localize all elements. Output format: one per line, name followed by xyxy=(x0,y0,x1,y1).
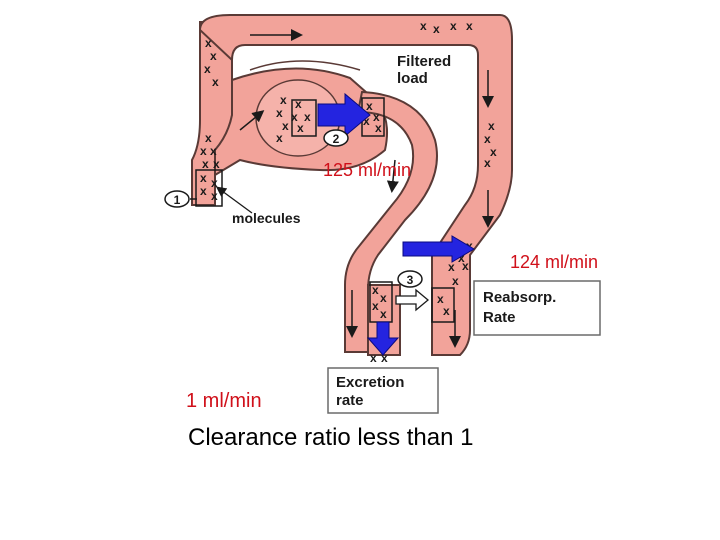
reabsorbed-rate-label: 124 ml/min xyxy=(510,252,598,272)
svg-text:x: x xyxy=(363,114,370,128)
excretion-rate-label-1: Excretion xyxy=(336,374,404,391)
excretion-rate-box xyxy=(327,367,439,414)
molecules-label: molecules xyxy=(232,210,301,226)
reabsorp-rate-label-2: Rate xyxy=(483,309,516,326)
loop-outline xyxy=(249,60,361,71)
svg-text:x: x xyxy=(291,110,298,124)
excreted-rate-label: 1 ml/min xyxy=(186,390,262,412)
svg-text:x: x xyxy=(488,119,495,133)
svg-text:x: x xyxy=(276,106,283,120)
excretion-arrow xyxy=(366,321,400,356)
svg-text:x: x xyxy=(200,184,207,198)
svg-text:x: x xyxy=(200,171,207,185)
svg-text:x: x xyxy=(462,259,469,273)
molecule-box xyxy=(431,287,455,323)
svg-text:x: x xyxy=(372,283,379,297)
svg-text:x: x xyxy=(213,157,220,171)
reabsorption-blue-arrow xyxy=(402,235,475,263)
excretion-rate-label-2: rate xyxy=(336,392,364,409)
svg-text:x: x xyxy=(484,132,491,146)
svg-text:x: x xyxy=(212,75,219,89)
svg-text:x: x xyxy=(375,121,382,135)
flow-arrow xyxy=(386,159,399,193)
marker-1: 1 xyxy=(164,190,197,208)
svg-text:x: x xyxy=(280,93,287,107)
filtered-load-label-2: load xyxy=(397,70,428,87)
svg-text:2: 2 xyxy=(333,132,340,146)
flow-arrow xyxy=(239,110,265,131)
filtered-rate-label: 125 ml/min xyxy=(323,160,411,180)
molecule-box xyxy=(291,99,317,137)
marker-3: 3 xyxy=(397,270,423,288)
svg-text:x: x xyxy=(450,19,457,33)
svg-text:x: x xyxy=(484,156,491,170)
svg-text:x: x xyxy=(276,131,283,145)
svg-text:1: 1 xyxy=(174,193,181,207)
svg-text:x: x xyxy=(490,145,497,159)
outer-tubule xyxy=(198,14,513,356)
marker-2: 2 xyxy=(323,129,349,147)
svg-text:x: x xyxy=(211,176,218,190)
svg-text:x: x xyxy=(297,121,304,135)
clearance-caption: Clearance ratio less than 1 xyxy=(188,424,474,451)
svg-text:x: x xyxy=(466,19,473,33)
svg-text:x: x xyxy=(366,99,373,113)
svg-text:x: x xyxy=(202,157,209,171)
svg-text:x: x xyxy=(370,351,377,365)
svg-text:x: x xyxy=(433,22,440,36)
reabsorp-rate-box xyxy=(473,280,601,336)
svg-text:x: x xyxy=(373,110,380,124)
svg-text:x: x xyxy=(210,49,217,63)
svg-text:x: x xyxy=(282,119,289,133)
filtration-arrow xyxy=(317,92,371,138)
filtered-load-label-1: Filtered xyxy=(397,53,451,70)
svg-text:x: x xyxy=(448,260,455,274)
svg-text:x: x xyxy=(380,291,387,305)
svg-text:x: x xyxy=(210,144,217,158)
reabsorption-arrow xyxy=(395,288,430,312)
svg-text:x: x xyxy=(458,251,465,265)
svg-text:x: x xyxy=(443,304,450,318)
svg-text:3: 3 xyxy=(407,273,414,287)
molecules-pointer xyxy=(215,186,253,214)
svg-text:x: x xyxy=(304,110,311,124)
svg-text:x: x xyxy=(381,351,388,365)
svg-text:x: x xyxy=(452,274,459,288)
reabsorp-rate-label-1: Reabsorp. xyxy=(483,289,556,306)
svg-text:x: x xyxy=(200,144,207,158)
svg-text:x: x xyxy=(420,19,427,33)
svg-text:x: x xyxy=(204,62,211,76)
svg-text:x: x xyxy=(211,189,218,203)
svg-text:x: x xyxy=(205,36,212,50)
svg-text:x: x xyxy=(372,299,379,313)
svg-text:x: x xyxy=(380,307,387,321)
svg-text:x: x xyxy=(437,292,444,306)
svg-text:x: x xyxy=(295,97,302,111)
svg-text:x: x xyxy=(205,131,212,145)
